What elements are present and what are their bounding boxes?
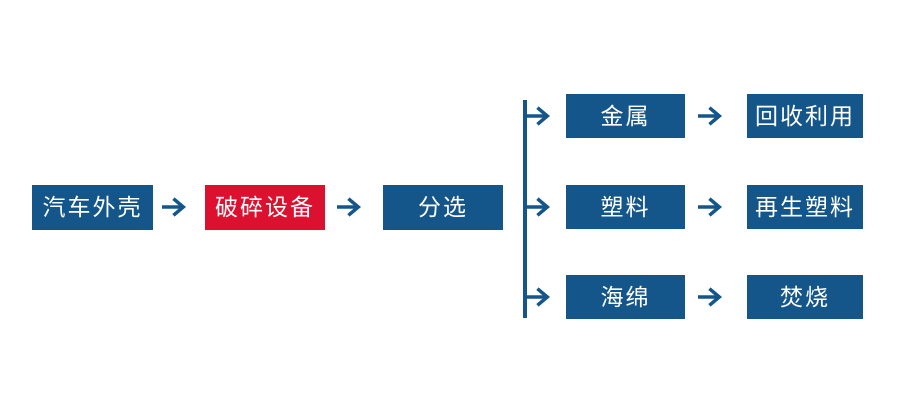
branch-arrow-icon xyxy=(526,286,553,308)
node-sponge: 海绵 xyxy=(566,275,685,319)
node-incineration: 焚烧 xyxy=(747,275,863,319)
branch-arrow-icon xyxy=(526,105,553,127)
arrow-right-icon xyxy=(698,286,725,308)
node-sorting: 分选 xyxy=(383,185,503,230)
arrow-right-icon xyxy=(698,196,725,218)
node-recycled-plastic: 再生塑料 xyxy=(747,185,863,229)
node-car-shell: 汽车外壳 xyxy=(32,185,153,230)
arrow-right-icon xyxy=(162,196,189,218)
arrow-right-icon xyxy=(337,196,364,218)
arrow-right-icon xyxy=(698,105,725,127)
node-metal: 金属 xyxy=(566,94,685,138)
branch-trunk-line xyxy=(523,100,527,318)
node-crusher: 破碎设备 xyxy=(205,185,325,230)
branch-arrow-icon xyxy=(526,196,553,218)
node-recycle-use: 回收利用 xyxy=(747,94,863,138)
node-plastic: 塑料 xyxy=(566,185,685,229)
